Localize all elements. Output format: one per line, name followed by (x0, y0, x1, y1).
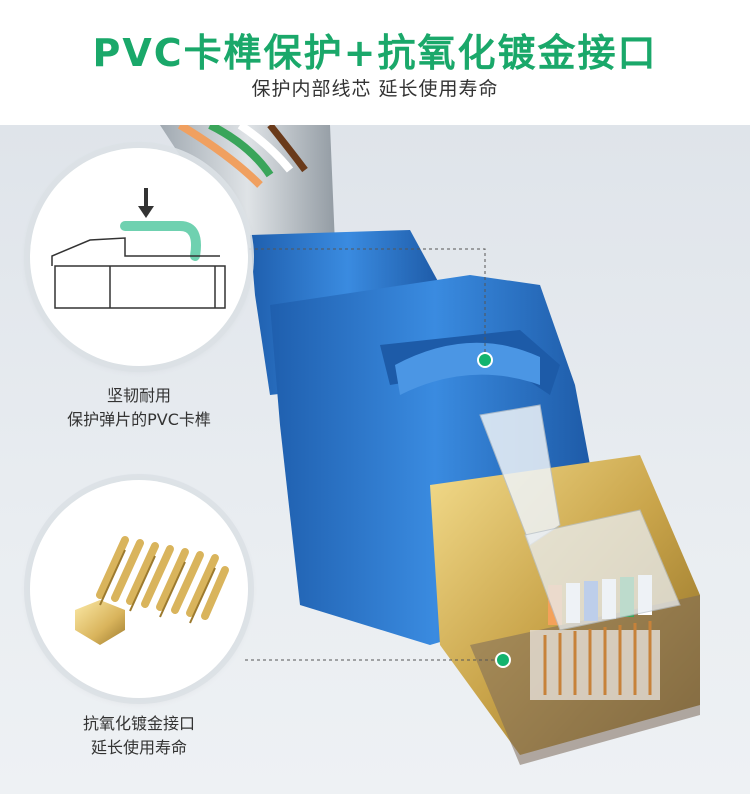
callout-caption-line: 保护弹片的PVC卡榫 (67, 410, 211, 429)
callout-circle-gold (30, 480, 248, 698)
callout-dot-gold (495, 652, 511, 668)
callout-circle-clip (30, 148, 248, 366)
page-subtitle: 保护内部线芯 延长使用寿命 (251, 78, 499, 100)
callout-caption-line: 延长使用寿命 (90, 738, 187, 757)
rj45-clip-icon (51, 188, 226, 309)
callout-caption-clip: 坚韧耐用 保护弹片的PVC卡榫 (30, 384, 248, 432)
callout-caption-gold: 抗氧化镀金接口 延长使用寿命 (30, 712, 248, 760)
callout-caption-line: 抗氧化镀金接口 (82, 714, 195, 733)
rj45-connector-illustration (160, 125, 700, 765)
arrow-down-icon (138, 206, 154, 218)
callout-dot-clip (477, 352, 493, 368)
callout-lines (225, 248, 500, 661)
gold-contacts-icon (75, 536, 229, 645)
callout-caption-line: 坚韧耐用 (106, 386, 171, 405)
page-title: PVC卡榫保护+抗氧化镀金接口 (92, 31, 658, 75)
transparent-latch (479, 404, 681, 631)
cable-braid (160, 125, 335, 255)
